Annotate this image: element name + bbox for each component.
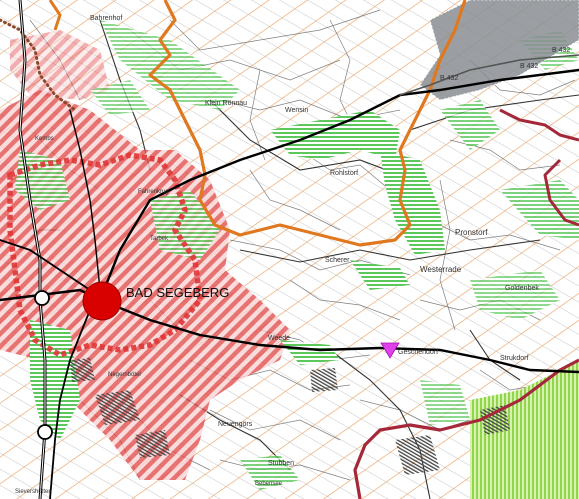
place-bahrenhof: Bahrenhof [90, 15, 122, 22]
motorway-a21-inner [19, 0, 46, 499]
place-fahrenkrug: Fahrenkrug [138, 189, 169, 195]
place-neuengors: Neuengörs [218, 421, 253, 428]
city-label: BAD SEGEBERG [126, 285, 229, 300]
magenta-triangle-marker-icon[interactable] [380, 342, 400, 359]
agricultural-priority-area [470, 360, 579, 499]
municipal-boundary-orange [148, 0, 467, 247]
place-klein-ronnau: Klein Rönnau [205, 100, 247, 107]
place-negernbotel: Negernbötel [108, 372, 141, 378]
road-north [69, 109, 101, 291]
place-westerrade: Westerrade [420, 265, 462, 274]
lake-shore [419, 0, 579, 101]
gravel-extraction-areas [70, 358, 510, 475]
highway-b206 [98, 68, 579, 302]
junction-north-icon [34, 290, 50, 306]
place-sievershutten: Sievershütten [15, 489, 52, 495]
place-rohlstorf: Rohlstorf [330, 170, 358, 177]
place-scherer: Scherer [325, 257, 350, 264]
road-label-b432-c: B 432 [552, 47, 570, 54]
place-tarbek: Tarbek [150, 236, 169, 242]
place-labels: Bahrenhof Klein Rönnau Wensin Rohlstorf … [15, 15, 539, 495]
place-weede: Weede [268, 335, 290, 342]
nature-park-boundary-south [353, 358, 579, 499]
lake [420, 0, 579, 100]
motorway-junctions [34, 290, 53, 440]
city-dot-icon[interactable] [83, 282, 121, 320]
place-geschendorf: Geschendorf [398, 349, 438, 356]
municipal-boundary-orange-west [48, 0, 62, 31]
city-dot-inner [82, 281, 122, 321]
urban-development-boundary [7, 152, 203, 359]
highway-b432 [0, 288, 579, 374]
place-kembs: Kembs [35, 136, 54, 142]
place-bebensee: Bebensee [255, 481, 283, 487]
road-west [0, 239, 91, 291]
place-pronstorf: Pronstorf [455, 228, 488, 237]
municipal-boundary-orange-east [543, 158, 579, 227]
road-label-b432-b: B 432 [520, 63, 538, 70]
junction-south-icon [37, 424, 53, 440]
place-wensin: Wensin [285, 107, 308, 114]
green-protected-areas [15, 20, 579, 490]
place-strukdorf: Strukdorf [500, 355, 528, 362]
place-stubben: Stubben [268, 460, 294, 467]
road-label-b432-a: B 432 [440, 75, 458, 82]
highway-b206-ne [399, 54, 579, 96]
nature-park-boundary-east [499, 108, 579, 142]
district-boundary-dotted [0, 18, 77, 112]
place-goldenbek: Goldenbek [505, 285, 539, 292]
road-south-west [49, 309, 91, 499]
